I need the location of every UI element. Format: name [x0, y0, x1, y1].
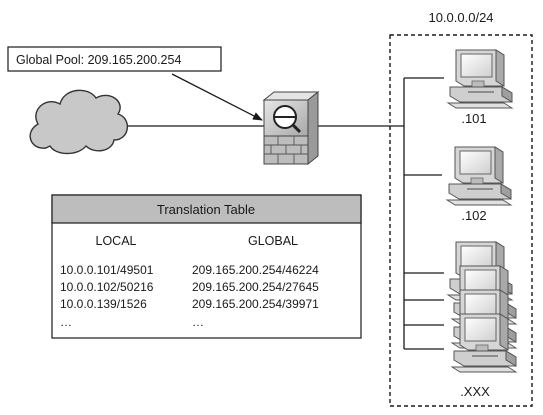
host-label: .102: [461, 208, 486, 223]
column-header-local: LOCAL: [96, 234, 137, 248]
local-cell: 10.0.0.101/49501: [60, 263, 154, 277]
internet-cloud-icon: [29, 89, 128, 155]
host-label: .101: [461, 111, 486, 126]
local-cell: …: [60, 315, 72, 329]
subnet-box: [389, 34, 533, 407]
global-pool-callout: Global Pool: 209.165.200.254: [7, 46, 222, 72]
table-row: 10.0.0.139/1526 209.165.200.254/39971: [60, 297, 319, 311]
global-cell: 209.165.200.254/27645: [192, 280, 319, 294]
global-cell: 209.165.200.254/39971: [192, 297, 319, 311]
computer-icon: [446, 146, 512, 206]
host-101: .101: [447, 49, 513, 126]
global-cell: 209.165.200.254/46224: [192, 263, 319, 277]
global-cell: …: [192, 315, 204, 329]
host-drop-lines: [404, 77, 444, 350]
table-row: 10.0.0.102/50216 209.165.200.254/27645: [60, 280, 319, 294]
table-header: [51, 194, 362, 224]
computer-icon: [447, 49, 513, 109]
local-cell: 10.0.0.102/50216: [60, 280, 154, 294]
computer-icon: [451, 313, 517, 373]
table-row: … …: [60, 315, 204, 329]
host-102: .102: [446, 146, 512, 223]
host-label: .XXX: [460, 384, 490, 399]
column-header-global: GLOBAL: [248, 234, 298, 248]
translation-table: Translation Table LOCAL GLOBAL 10.0.0.10…: [51, 194, 362, 339]
local-cell: 10.0.0.139/1526: [60, 297, 147, 311]
table-title: Translation Table: [157, 202, 255, 217]
magnifier-icon: [273, 105, 302, 134]
pool-callout-arrow: [171, 73, 263, 121]
global-pool-label: Global Pool: 209.165.200.254: [16, 53, 181, 67]
subnet-label: 10.0.0.0/24: [428, 10, 493, 25]
table-row: 10.0.0.101/49501 209.165.200.254/46224: [60, 263, 319, 277]
host-stack: .XXX: [447, 241, 517, 399]
firewall-icon: [262, 90, 320, 166]
